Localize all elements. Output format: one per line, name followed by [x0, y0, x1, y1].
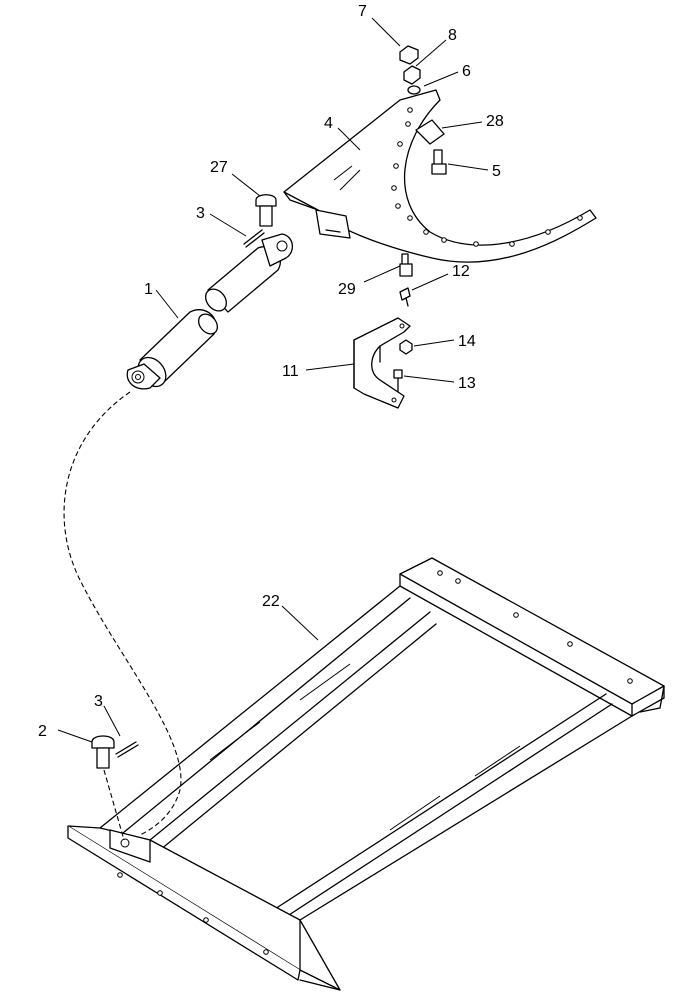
nut-part-7: [399, 45, 419, 65]
callout-labels: 7 8 6 28 4 5 27 3 1 29 12 14 11 13 22 3 …: [38, 3, 504, 740]
bolt-part-13: [393, 369, 403, 393]
bracket-part-4: [283, 89, 597, 263]
callout-1: 1: [144, 281, 153, 298]
pin-part-2: [91, 735, 115, 769]
callout-28: 28: [486, 113, 504, 130]
callout-29: 29: [338, 281, 356, 298]
callout-8: 8: [448, 27, 457, 44]
assembly-line-cylinder: [63, 391, 182, 836]
washer-part-6: [407, 85, 421, 95]
clip-part-28: [415, 119, 445, 145]
nut-part-14: [399, 339, 413, 355]
callout-11: 11: [282, 363, 299, 380]
assembly-line-pin: [103, 769, 125, 841]
cylinder-part-1: [126, 233, 293, 390]
callout-2: 2: [38, 723, 47, 740]
callout-3-lower: 3: [94, 693, 103, 710]
callout-3-upper: 3: [196, 205, 205, 222]
callout-22: 22: [262, 593, 280, 610]
callout-4: 4: [324, 115, 333, 132]
callout-14: 14: [458, 333, 476, 350]
callout-5: 5: [492, 163, 501, 180]
frame-part-22: [67, 557, 665, 991]
callout-6: 6: [462, 63, 471, 80]
nut-part-8: [403, 65, 421, 85]
callout-13: 13: [458, 375, 476, 392]
callout-27: 27: [210, 159, 228, 176]
bolt-part-5: [431, 149, 447, 175]
bolt-part-12: [399, 287, 411, 307]
pin-part-27: [255, 194, 277, 227]
bolt-part-29: [399, 253, 413, 277]
cotter-pin-part-3-lower: [115, 741, 139, 758]
cotter-pin-part-3-upper: [243, 229, 265, 248]
bracket-part-11: [353, 317, 411, 409]
callout-12: 12: [452, 263, 470, 280]
leader-lines: [57, 17, 489, 743]
callout-7: 7: [358, 3, 367, 20]
